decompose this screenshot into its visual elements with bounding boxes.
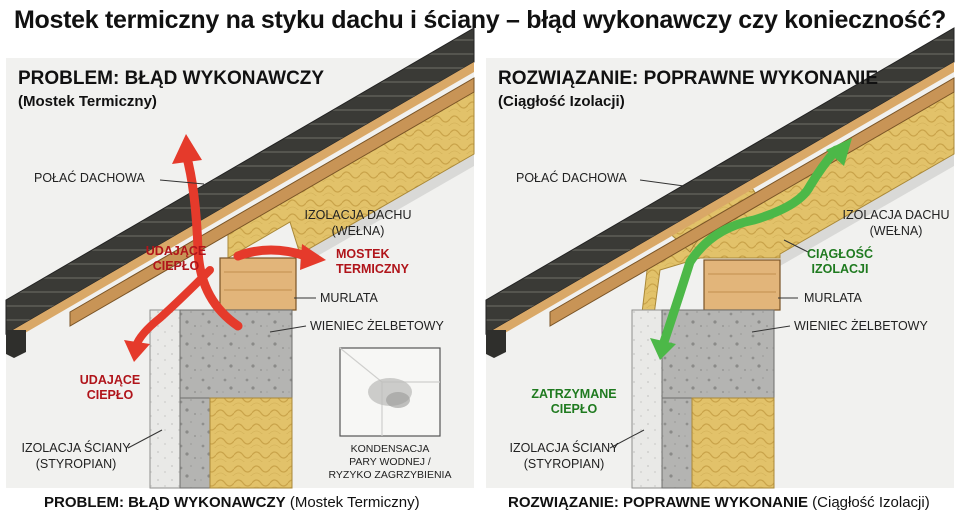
left-label-roof-insulation-2: (WEŁNA) <box>332 224 385 238</box>
heat-arrow-up-shaft[interactable] <box>181 149 243 331</box>
page-title: Mostek termiczny na styku dachu i ściany… <box>13 6 946 34</box>
left-soffit <box>300 152 474 266</box>
left-rafter <box>69 77 475 327</box>
left-label-wall-insulation-1: IZOLACJA ŚCIANY <box>21 440 131 455</box>
left-wall-styrofoam <box>149 309 181 489</box>
right-leader-continuity <box>783 239 809 253</box>
left-label-bridge-2: TERMICZNY <box>336 262 410 276</box>
left-caption: PROBLEM: BŁĄD WYKONAWCZY (Mostek Termicz… <box>44 494 420 511</box>
right-caption-rest: (Ciągłość Izolacji) <box>808 494 930 511</box>
leader-roof <box>159 179 205 185</box>
right-label-continuity-2: IZOLACJI <box>812 262 869 276</box>
right-label-ring-beam: WIENIEC ŻELBETOWY <box>794 319 928 333</box>
left-wall-masonry <box>179 397 211 489</box>
right-wall-styrofoam <box>631 309 663 489</box>
right-heading: ROZWIĄZANIE: POPRAWNE WYKONANIE <box>498 68 878 89</box>
left-label-heat-top-1: UDAJĄCE <box>146 244 206 258</box>
right-gutter <box>486 330 506 358</box>
right-leader-wall-insulation <box>609 429 645 449</box>
left-label-roof-insulation-1: IZOLACJA DACHU <box>305 208 412 222</box>
left-label-heat-bottom-1: UDAJĄCE <box>80 373 140 387</box>
right-leader-roof <box>639 179 685 187</box>
left-label-bridge-1: MOSTEK <box>336 247 389 261</box>
leader-ring-beam <box>269 325 307 333</box>
right-caption: ROZWIĄZANIE: POPRAWNE WYKONANIE (Ciągłoś… <box>508 494 930 511</box>
left-panel <box>5 27 475 489</box>
right-label-wall-insulation-1: IZOLACJA ŚCIANY <box>509 440 619 455</box>
left-label-condensation-1: KONDENSACJA <box>351 443 430 455</box>
left-label-condensation-3: RYZYKO ZAGRZYBIENIA <box>329 469 452 481</box>
right-label-wall-insulation-2: (STYROPIAN) <box>524 457 605 471</box>
left-label-condensation-2: PARY WODNEJ / <box>349 456 431 468</box>
heat-arrow-right-head <box>300 244 326 270</box>
right-label-roof-insulation-1: IZOLACJA DACHU <box>843 208 950 222</box>
right-rafter <box>549 77 955 327</box>
right-leader-ring-beam <box>751 325 791 333</box>
left-wall-plate-grain <box>224 271 292 291</box>
left-wall-wool <box>209 397 293 489</box>
left-label-heat-top-2: CIEPŁO <box>153 259 200 273</box>
left-caption-bold: PROBLEM: BŁĄD WYKONAWCZY <box>44 494 286 511</box>
right-wall-plate <box>703 259 781 311</box>
right-label-roof: POŁAĆ DACHOWA <box>516 170 627 185</box>
right-panel <box>485 27 955 489</box>
heat-arrow-right-shaft[interactable] <box>233 245 311 261</box>
left-wall-plate <box>219 257 297 311</box>
right-label-retained-2: CIEPŁO <box>551 402 598 416</box>
heat-arrow-down-shaft[interactable] <box>132 266 214 350</box>
left-label-wall-plate: MURLATA <box>320 291 379 305</box>
right-caption-bold: ROZWIĄZANIE: POPRAWNE WYKONANIE <box>508 494 808 511</box>
left-label-roof: POŁAĆ DACHOWA <box>34 170 145 185</box>
retained-heat-arrow-head-top <box>826 138 852 166</box>
mold-stain-core <box>386 392 410 408</box>
right-subheading: (Ciągłość Izolacji) <box>498 93 625 110</box>
right-label-continuity-1: CIĄGŁOŚĆ <box>807 246 873 261</box>
leader-wall-insulation <box>127 429 163 449</box>
left-label-heat-bottom-2: CIEPŁO <box>87 388 134 402</box>
left-label-ring-beam: WIENIEC ŻELBETOWY <box>310 319 444 333</box>
right-wall-wool <box>691 397 775 489</box>
left-roof-board <box>6 62 474 344</box>
right-soffit <box>780 152 954 266</box>
heat-arrow-up-head <box>172 134 202 164</box>
right-wall-masonry <box>661 397 693 489</box>
left-subheading: (Mostek Termiczny) <box>18 93 157 110</box>
left-caption-rest: (Mostek Termiczny) <box>285 494 420 511</box>
retained-heat-arrow-shaft[interactable] <box>657 145 841 353</box>
left-label-wall-insulation-2: (STYROPIAN) <box>36 457 117 471</box>
left-heading: PROBLEM: BŁĄD WYKONAWCZY <box>18 68 324 89</box>
right-ring-beam <box>661 309 775 399</box>
retained-heat-arrow-head-bottom <box>650 338 676 360</box>
right-label-roof-insulation-2: (WEŁNA) <box>870 224 923 238</box>
heat-arrow-down-head <box>124 340 150 362</box>
right-wall-plate-grain <box>708 273 776 293</box>
condensation-inset <box>339 347 441 437</box>
right-label-retained-1: ZATRZYMANE <box>531 387 616 401</box>
left-gutter <box>6 330 26 358</box>
right-label-wall-plate: MURLATA <box>804 291 863 305</box>
right-roof-board <box>486 62 954 344</box>
